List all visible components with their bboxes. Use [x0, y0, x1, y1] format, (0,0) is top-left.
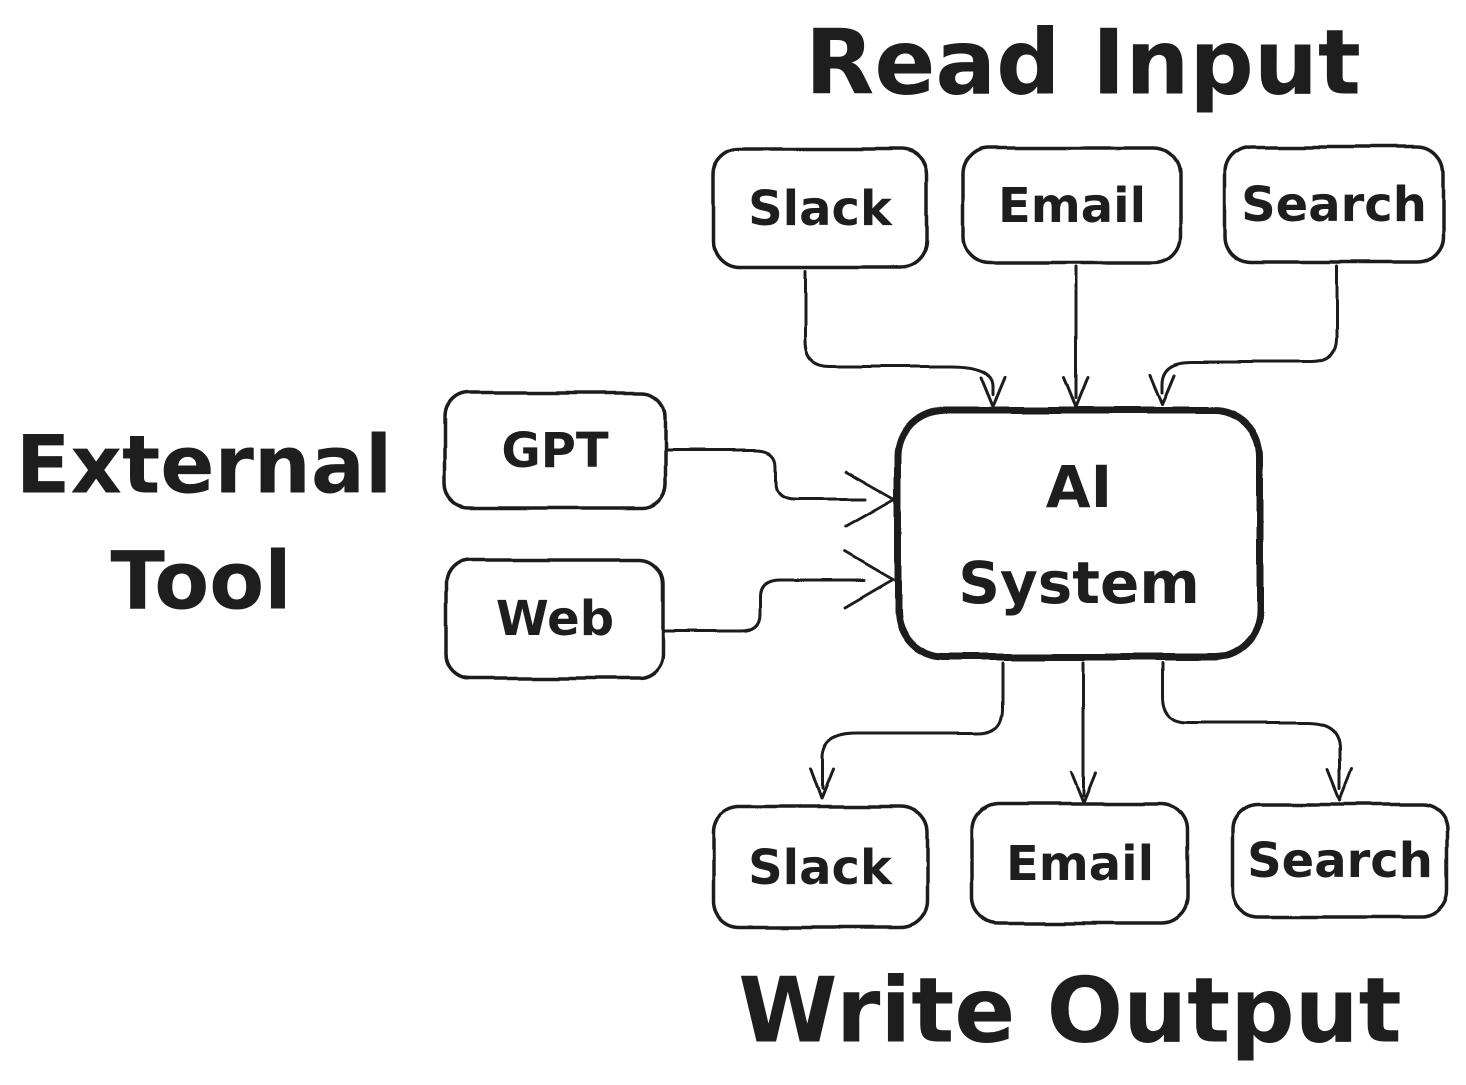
title-write-output: Write Output: [738, 959, 1401, 1064]
title-external-tool-line1: External: [16, 419, 393, 512]
edge-ai-to-search-output: [1161, 661, 1354, 802]
node-search-input-label: Search: [1241, 177, 1427, 233]
node-email-output: [970, 802, 1189, 925]
node-slack-output: [711, 805, 929, 929]
node-web: [445, 558, 665, 680]
node-slack-input: [711, 147, 929, 269]
node-ai-system-label-line1: AI: [1046, 453, 1112, 521]
node-search-output: [1230, 802, 1450, 919]
node-search-input: [1223, 145, 1445, 264]
node-ai-system: [894, 406, 1264, 661]
arrowhead-down-icon: [979, 375, 1007, 408]
node-gpt: [443, 391, 667, 510]
arrowhead-down-icon: [1326, 768, 1354, 802]
arrowhead-right-icon: [843, 549, 895, 609]
edge-web-to-ai: [662, 549, 895, 633]
node-slack-output-label: Slack: [748, 840, 893, 896]
edge-slack-input-to-ai: [803, 269, 1007, 408]
node-email-input-label: Email: [998, 178, 1146, 234]
title-external-tool-line2: Tool: [110, 535, 291, 628]
edge-email-input-to-ai: [1062, 265, 1090, 409]
edge-ai-to-slack-output: [808, 661, 1005, 801]
node-slack-input-label: Slack: [748, 181, 893, 237]
node-search-output-label: Search: [1247, 833, 1433, 889]
arrowhead-down-icon: [1149, 373, 1177, 406]
title-read-input: Read Input: [805, 11, 1361, 116]
arrowhead-down-icon: [808, 767, 835, 801]
edge-search-input-to-ai: [1149, 264, 1339, 406]
node-web-label: Web: [496, 591, 614, 647]
node-gpt-label: GPT: [501, 423, 609, 479]
edge-ai-to-email-output: [1069, 661, 1097, 805]
node-email-input: [961, 146, 1182, 265]
node-ai-system-label-line2: System: [958, 549, 1200, 617]
edge-gpt-to-ai: [664, 448, 897, 529]
node-email-output-label: Email: [1006, 836, 1154, 892]
